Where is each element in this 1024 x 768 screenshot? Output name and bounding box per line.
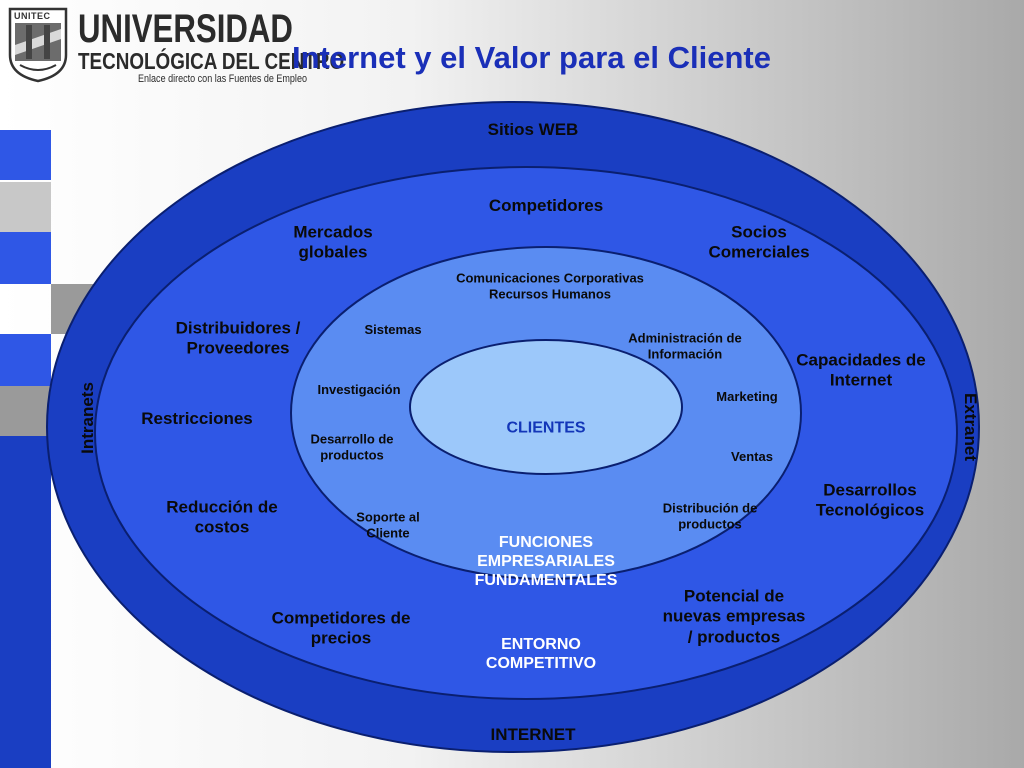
label-sitios-web: Sitios WEB	[487, 119, 579, 139]
label-competidores: Competidores	[488, 195, 604, 215]
decor-square	[0, 130, 51, 180]
label-internet: INTERNET	[490, 724, 576, 744]
label-restricciones: Restricciones	[141, 408, 253, 428]
label-sistemas: Sistemas	[364, 322, 422, 338]
label-marketing: Marketing	[716, 389, 778, 405]
shield-icon	[8, 7, 68, 83]
label-extranet: Extranet	[961, 392, 980, 462]
label-investigacion: Investigación	[317, 382, 401, 398]
label-ventas: Ventas	[731, 449, 773, 465]
decor-square	[0, 232, 51, 284]
decor-bar	[0, 436, 51, 768]
label-clientes: CLIENTES	[506, 419, 586, 437]
decor-square	[0, 386, 51, 436]
logo-subtitle: TECNOLÓGICA DEL CENTRO	[78, 48, 345, 74]
label-intranets: Intranets	[78, 382, 97, 454]
label-distribuidores-proveedores: Distribuidores /Proveedores	[175, 318, 301, 358]
page-title: Internet y el Valor para el Cliente	[292, 40, 771, 75]
logo-university: UNIVERSIDAD	[78, 7, 293, 51]
logo-badge: UNITEC	[14, 11, 51, 21]
core-ellipse	[409, 339, 683, 475]
decor-square	[0, 334, 51, 386]
logo-tagline: Enlace directo con las Fuentes de Empleo	[138, 73, 307, 85]
decor-square	[0, 182, 51, 232]
university-logo: UNITEC UNIVERSIDAD TECNOLÓGICA DEL CENTR…	[6, 5, 344, 85]
